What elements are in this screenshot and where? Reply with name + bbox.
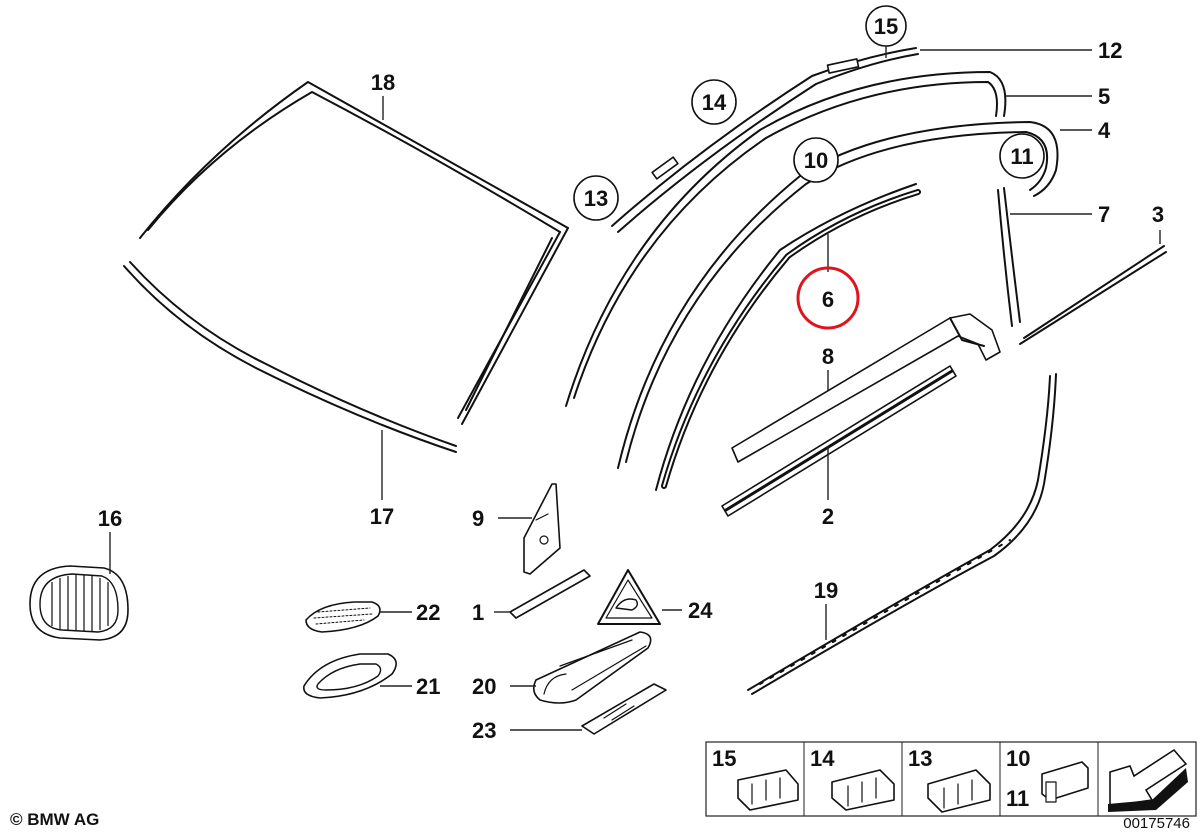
clip-icon-10-11[interactable] [1041,761,1089,803]
copyright-notice: © BMW AG [10,810,100,829]
legend-label-15[interactable]: 15 [712,746,736,771]
direction-arrow-icon [1108,748,1188,812]
window-trim-strip[interactable] [655,183,921,491]
svg-text:13: 13 [584,186,608,211]
legend-label-14[interactable]: 14 [810,746,835,771]
label-part-22[interactable]: 22 [416,600,440,625]
label-part-4[interactable]: 4 [1098,118,1111,143]
windshield-part[interactable] [123,81,569,453]
label-part-2[interactable]: 2 [822,504,834,529]
label-part-24[interactable]: 24 [688,598,713,623]
clip-icon-13[interactable] [927,769,991,813]
trim-strip[interactable] [509,569,591,619]
label-part-9[interactable]: 9 [472,506,484,531]
m-emblem-badge[interactable] [581,683,667,735]
door-frame-molding[interactable] [617,121,1059,469]
document-number: 00175746 [1123,815,1190,832]
callout-10[interactable]: 10 [793,137,839,183]
label-part-1[interactable]: 1 [472,600,484,625]
label-part-20[interactable]: 20 [472,674,496,699]
label-part-17[interactable]: 17 [370,504,394,529]
label-part-18[interactable]: 18 [371,70,395,95]
callout-11[interactable]: 11 [999,133,1045,179]
svg-text:14: 14 [702,90,727,115]
side-marker-housing[interactable] [532,631,652,704]
label-part-23[interactable]: 23 [472,718,496,743]
legend-label-13[interactable]: 13 [908,746,932,771]
label-part-16[interactable]: 16 [98,506,122,531]
side-vent-frame[interactable] [303,653,397,699]
door-seal[interactable] [747,373,1057,695]
svg-text:10: 10 [804,148,828,173]
warning-label[interactable] [597,569,661,625]
b-pillar-trim[interactable] [997,187,1021,327]
legend-label-10[interactable]: 10 [1006,746,1030,771]
roof-molding-outer[interactable] [611,47,919,233]
legend-label-11[interactable]: 11 [1006,786,1029,811]
side-vent-grille[interactable] [305,601,381,633]
callout-14[interactable]: 14 [691,79,737,125]
label-part-8[interactable]: 8 [822,344,834,369]
svg-text:6: 6 [822,287,834,312]
label-part-12[interactable]: 12 [1098,38,1122,63]
rear-window-seal[interactable] [1019,245,1167,345]
callout-6-highlighted[interactable]: 6 [796,266,860,330]
belt-line-seal[interactable] [721,365,957,517]
svg-text:11: 11 [1010,144,1033,169]
label-part-5[interactable]: 5 [1098,84,1110,109]
callout-15[interactable]: 15 [865,5,907,47]
label-part-21[interactable]: 21 [416,674,440,699]
clip-legend: 15 14 13 10 11 [705,741,1197,817]
mirror-triangle-cover[interactable] [523,483,561,575]
label-part-7[interactable]: 7 [1098,202,1110,227]
clip-icon-14[interactable] [831,769,895,811]
svg-text:15: 15 [874,14,898,39]
kidney-grille[interactable] [29,565,129,641]
label-part-19[interactable]: 19 [814,578,838,603]
label-part-3[interactable]: 3 [1152,202,1164,227]
callout-13[interactable]: 13 [573,175,619,221]
clip-icon-15[interactable] [737,769,799,811]
roof-molding-mid[interactable] [565,71,1007,407]
window-channel-strip[interactable] [731,313,1001,463]
